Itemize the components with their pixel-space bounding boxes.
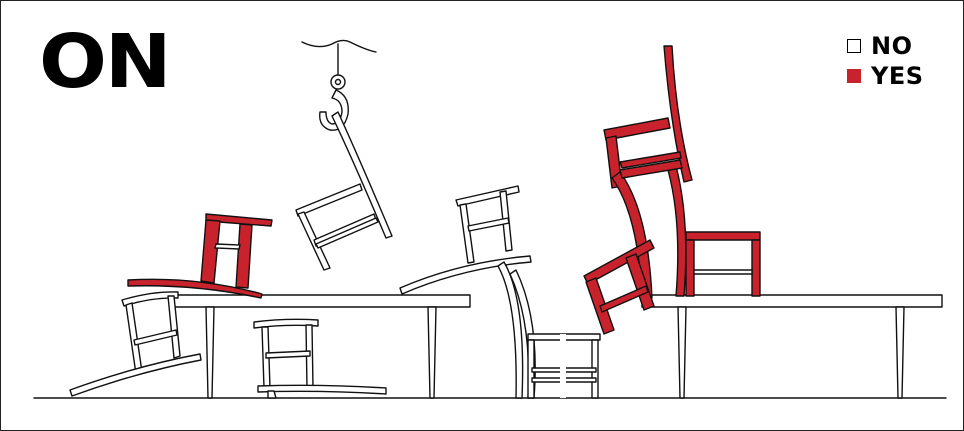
red-chair-stack — [584, 46, 760, 334]
left-table — [172, 295, 470, 398]
red-chair-left — [128, 214, 272, 298]
chair-under-left-table — [254, 319, 386, 398]
right-table — [642, 295, 942, 398]
chair-hanging — [296, 112, 392, 270]
chair-standing-center — [528, 334, 600, 398]
chair-middle-leaning — [400, 186, 535, 398]
